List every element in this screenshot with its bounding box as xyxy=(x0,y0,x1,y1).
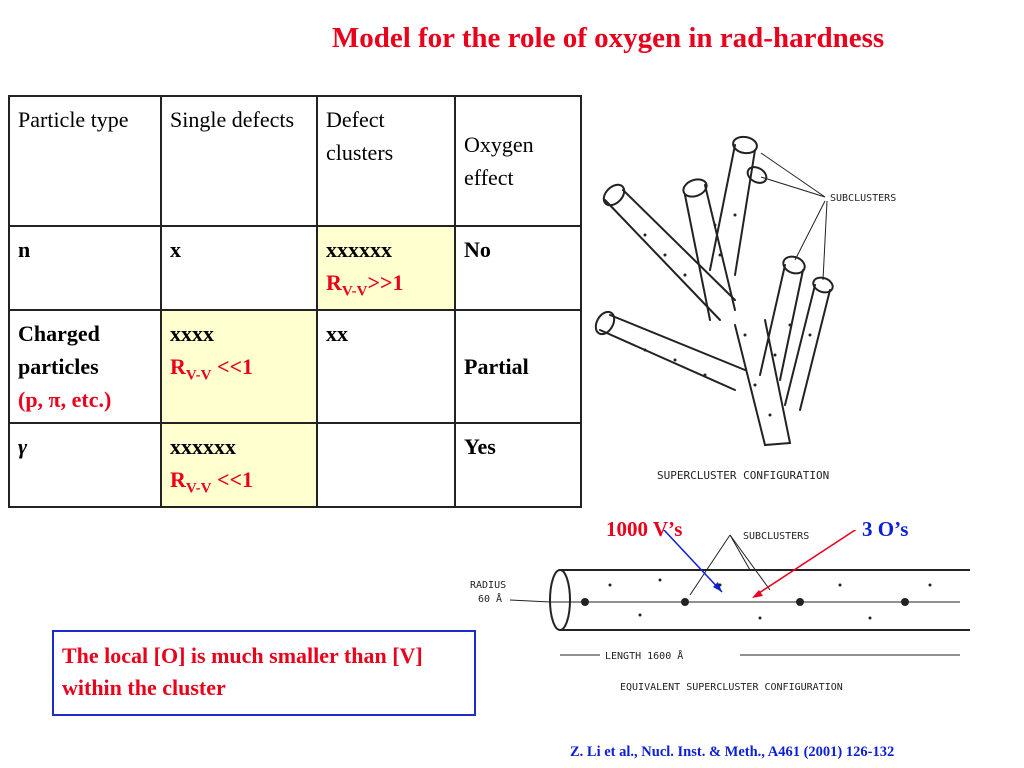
ratio-value: <<1 xyxy=(211,354,254,379)
tube-end xyxy=(594,310,616,336)
header-particle-type: Particle type xyxy=(8,95,162,227)
cell-effect-charged: Partial xyxy=(454,309,582,424)
table-header-row: Particle type Single defects Defect clus… xyxy=(8,95,582,227)
cell-effect-n: No xyxy=(454,225,582,311)
cell-single-gamma: xxxxxx RV-V <<1 xyxy=(160,422,318,508)
header-single-defects: Single defects xyxy=(160,95,318,227)
vacancy-arrowhead xyxy=(713,582,722,592)
equivalent-caption: EQUIVALENT SUPERCLUSTER CONFIGURATION xyxy=(620,682,843,693)
table-row: γ xxxxxx RV-V <<1 Yes xyxy=(8,422,582,508)
cell-particle-n: n xyxy=(8,225,162,311)
single-count: xxxx xyxy=(170,321,214,346)
tube-left-end xyxy=(549,569,571,631)
tube-end xyxy=(746,166,768,184)
cluster-count: xxxxxx xyxy=(326,237,392,262)
ratio-value: <<1 xyxy=(211,467,254,492)
oxygen-arrow xyxy=(755,530,857,596)
particle-line: particles xyxy=(18,354,99,379)
cell-effect-gamma: Yes xyxy=(454,422,582,508)
vacancy-arrow xyxy=(662,530,723,593)
tube-end xyxy=(812,276,834,294)
cell-particle-charged: Charged particles (p, π, etc.) xyxy=(8,309,162,424)
equivalent-supercluster-figure: RADIUS 60 Å SUBCLUSTERS LENGTH 1600 Å EQ… xyxy=(470,530,970,693)
tube-end xyxy=(682,178,708,198)
cell-cluster-n: xxxxxx RV-V>>1 xyxy=(316,225,456,311)
cell-single-n: x xyxy=(160,225,318,311)
tube-end xyxy=(602,183,626,207)
label-3-oxygen: 3 O’s xyxy=(862,517,909,541)
gamma-symbol: γ xyxy=(18,434,28,459)
note-box: The local [O] is much smaller than [V] w… xyxy=(52,630,476,716)
particle-examples: (p, π, etc.) xyxy=(18,387,112,412)
single-ratio: RV-V <<1 xyxy=(170,463,308,500)
radius-label: RADIUS xyxy=(470,580,506,591)
header-oxygen-effect: Oxygen effect xyxy=(454,95,582,227)
trunk-tube xyxy=(734,319,792,447)
ratio-r: R xyxy=(170,467,186,492)
slide-title: Model for the role of oxygen in rad-hard… xyxy=(331,22,885,54)
single-ratio: RV-V <<1 xyxy=(170,350,308,387)
header-defect-clusters: Defect clusters xyxy=(316,95,456,227)
cell-cluster-gamma xyxy=(316,422,456,508)
cell-cluster-charged: xx xyxy=(316,309,456,424)
oxygen-arrowhead xyxy=(752,590,763,598)
subclusters-label-bottom: SUBCLUSTERS xyxy=(743,531,809,542)
table-row: n x xxxxxx RV-V>>1 No xyxy=(8,225,582,311)
citation: Z. Li et al., Nucl. Inst. & Meth., A461 … xyxy=(570,744,895,760)
subclusters-label-top: SUBCLUSTERS xyxy=(830,193,896,204)
cluster-ratio: RV-V>>1 xyxy=(326,266,446,303)
ratio-sub: V-V xyxy=(341,283,368,300)
ratio-value: >>1 xyxy=(367,270,404,295)
supercluster-figure: SUBCLUSTERS SUPERCLUSTER CONFIGURATION xyxy=(594,135,896,482)
supercluster-caption: SUPERCLUSTER CONFIGURATION xyxy=(657,469,829,482)
particle-line: Charged xyxy=(18,321,100,346)
cell-single-charged: xxxx RV-V <<1 xyxy=(160,309,318,424)
cell-particle-gamma: γ xyxy=(8,422,162,508)
length-label: LENGTH 1600 Å xyxy=(605,649,683,662)
defect-table: Particle type Single defects Defect clus… xyxy=(8,95,582,508)
single-count: xxxxxx xyxy=(170,434,236,459)
table-row: Charged particles (p, π, etc.) xxxx RV-V… xyxy=(8,309,582,424)
ratio-sub: V-V xyxy=(185,367,212,384)
radius-value: 60 Å xyxy=(478,592,502,605)
ratio-r: R xyxy=(326,270,342,295)
tube-end xyxy=(732,135,758,155)
ratio-r: R xyxy=(170,354,186,379)
ratio-sub: V-V xyxy=(185,480,212,497)
